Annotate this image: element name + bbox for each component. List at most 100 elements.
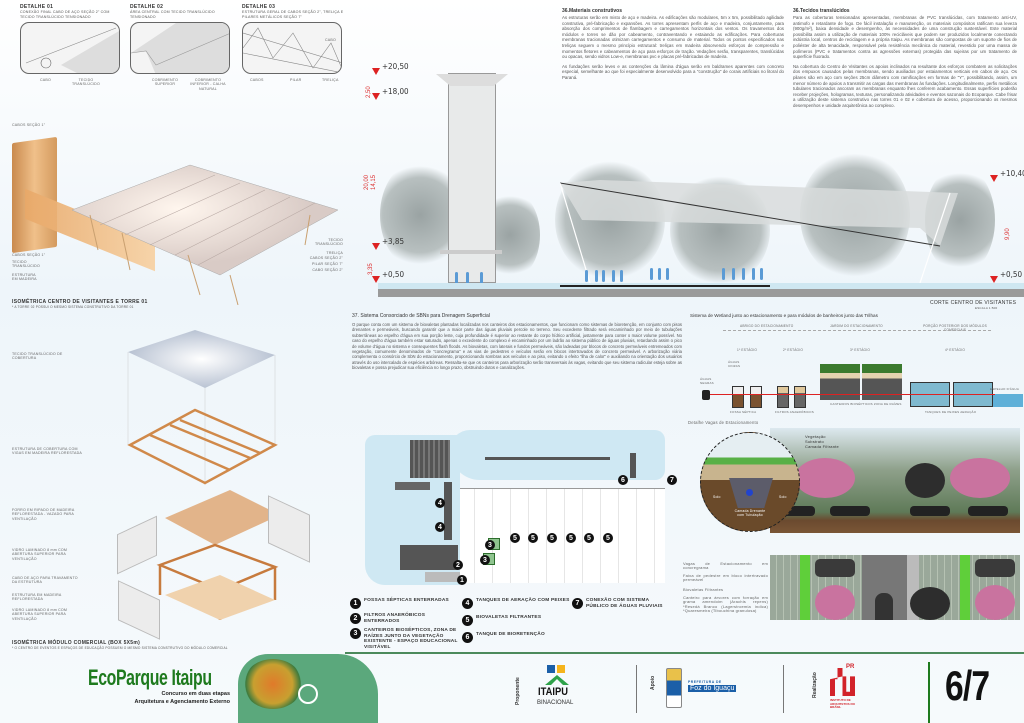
prefeitura-label: PREFEITURA DE: [688, 680, 722, 684]
legend-number: 2: [350, 613, 361, 624]
soil-label: Camada Drenante com Tubulação: [734, 509, 766, 518]
iab-name: INSTITUTO DE ARQUITETOS DO BRASIL: [830, 698, 855, 710]
itaipu-logo-mark: [545, 665, 569, 685]
paragraph: Na cobertura do Centro de Visitantes os …: [793, 63, 1017, 108]
label-cabos: CABOS SEÇÃO 2": [309, 256, 343, 260]
section-title: 36.Materiais construtivos: [562, 8, 623, 14]
tower: [448, 73, 496, 283]
subtitle: Concurso em duas etapas: [161, 691, 230, 697]
iso-visitantes-note: * A TORRE 02 POSSUI O MESMO SISTEMA CONS…: [12, 305, 134, 309]
marker-7: 7: [667, 475, 677, 485]
label-vidro: VIDRO LAMINADO 8 mm COM ABERTURA SUPERIO…: [12, 608, 68, 621]
divider: [636, 665, 637, 713]
marker-5: 5: [566, 533, 576, 543]
detail-desc: ESTRUTURA GERAL DE CABOS SEÇÃO 2", TRELI…: [242, 10, 344, 19]
level-marker: +0,50: [371, 270, 405, 283]
marker-6: 6: [618, 475, 628, 485]
wetland-diagram: ABRIGO DO ESTACIONAMENTO JARDIM DO ESTAC…: [690, 322, 1024, 414]
label-tecido: TECIDO TRANSLÚCIDO: [72, 78, 100, 87]
label-cabo: CABO: [325, 38, 336, 42]
wetland-section: Sistema de Wetland junto ao estacionamen…: [690, 313, 1020, 319]
label-tecido: TECIDO TRANSLÚCIDO: [12, 260, 40, 269]
toilet-icon: [702, 390, 710, 400]
divider: [783, 665, 784, 713]
detail-02-drawing: [130, 22, 230, 74]
dimension: 3,35: [368, 263, 374, 275]
item-label: ESPELHO D'ÁGUA: [990, 387, 1020, 391]
ground: [378, 289, 1024, 297]
itaipu-logo: ITAIPU: [538, 686, 568, 698]
biovaleta-detail: Solo Solo Camada Drenante com Tubulação: [700, 432, 800, 532]
tower-platform: [440, 250, 502, 254]
label-estrutura-madeira: ESTRUTURA EM MADEIRA REFLORESTADA: [12, 593, 62, 602]
item-label: CANTEIROS BIOSÉPTICOS ZONA DE RAÍZES: [830, 402, 902, 406]
section-title: Sistema de Wetland junto ao estacionamen…: [690, 313, 878, 318]
section-title: 36.Tecidos translúcidos: [793, 8, 850, 14]
marker-5: 5: [547, 533, 557, 543]
site-plan: 1 2 3 3 4 4 5 5 5 5 5 5 6 7: [355, 410, 680, 595]
item-label: ÁGUAS NEGRAS: [700, 377, 714, 386]
legend-label: TANQUES DE AERAÇÃO COM PEIXES: [476, 598, 570, 603]
detail-02: DETALHE 02 ÁREA CENTRAL COM TECIDO TRANS…: [130, 4, 230, 19]
label-estrutura: ESTRUTURA EM MADEIRA: [12, 273, 37, 282]
section-title: 37. Sistema Consorciado de SBNs para Dre…: [352, 313, 490, 319]
subtitle: Arquitetura e Agenciamento Externo: [134, 699, 230, 705]
item-label: FILTROS ANAERÓBICOS: [775, 410, 814, 414]
level-marker: +18,00: [372, 87, 409, 100]
label-pilar: PILAR SEÇÃO 7": [311, 262, 343, 266]
label-tecido: TECIDO TRANSLÚCIDO: [315, 238, 343, 247]
foz-logo: Foz do Iguaçu: [688, 685, 737, 692]
dimension: 2,50: [366, 86, 372, 98]
label-forro: FORRO EM RIPADO DE MADEIRA REFLORESTADA …: [12, 508, 75, 521]
level-marker: +20,50: [372, 62, 409, 75]
realizacao-label: Realização: [812, 672, 818, 698]
label-cobrimento-superior: COBRIMENTO SUPERIOR: [151, 78, 179, 87]
item-label: ÁGUAS CINZAS: [728, 360, 741, 369]
iab-logo-mark: [830, 668, 855, 696]
label-cabo-aco: CABO DE AÇO PARA TRAVAMENTO DA ESTRUTURA: [12, 576, 78, 585]
label-trelica: TRELIÇA: [322, 78, 339, 82]
marker-3: 3: [485, 540, 495, 550]
legend-label: CANTEIROS BIOSÉPTICOS, ZONA DE RAÍZES JU…: [364, 628, 458, 650]
apoio-label: Apoio: [650, 675, 656, 690]
dimension: 14,15: [371, 174, 377, 190]
proponente-label: Proponente: [515, 677, 521, 705]
tower-top: [436, 74, 508, 86]
legend-number: 4: [462, 598, 473, 609]
plan-label: Canteiro para árvores com forração em gr…: [683, 595, 768, 614]
detail-03-drawing: [242, 22, 342, 74]
legend-label: FOSSAS SÉPTICAS ENTERRADAS: [364, 598, 449, 603]
label-tecido-cobertura: TECIDO TRANSLÚCIDO DE COBERTURA: [12, 352, 63, 361]
legend-number: 7: [572, 598, 583, 609]
legend-number: 1: [350, 598, 361, 609]
page-number: 6/7: [945, 662, 990, 709]
plan-label: Vagas de Estacionamento em concregrama: [683, 561, 768, 571]
label-estrutura-cobertura: ESTRUTURA DE COBERTURA COM VIGAS EM MADE…: [12, 447, 83, 456]
level-marker: +3,85: [371, 237, 405, 250]
section-title: CORTE CENTRO DE VISITANTES: [930, 300, 1017, 306]
dimension: 9,90: [1005, 228, 1011, 240]
foz-coat-of-arms: [666, 668, 682, 708]
parking-elevation: [770, 428, 1020, 533]
marker-4: 4: [435, 522, 445, 532]
legend-label: FILTROS ANAERÓBICOS ENTERRADOS: [364, 613, 426, 624]
detail-01: DETALHE 01 CONEXÃO FINAL CABO DE AÇO SEÇ…: [20, 4, 120, 19]
label-trelica: TRELIÇA: [326, 251, 343, 255]
legend-number: 3: [350, 628, 361, 639]
legend-number: 6: [462, 632, 473, 643]
paragraph: Para as coberturas tensionadas apresenta…: [793, 15, 1017, 60]
label-cabos-secao: CABOS SEÇÃO 1": [12, 253, 46, 257]
label-cobrimento-inferior: COBRIMENTO INFERIOR - CALHA NATURAL: [190, 78, 226, 91]
stage-label: 2º ESTÁGIO: [783, 348, 803, 352]
item-label: TANQUES DE PEIXES AERAÇÃO: [925, 410, 977, 414]
divider: [928, 662, 930, 723]
layer-label: Vegetação: [805, 434, 826, 439]
module-exploded-isometric: [127, 330, 280, 620]
brand-illustration: [238, 654, 378, 723]
detail-title: DETALHE 02: [130, 4, 164, 10]
